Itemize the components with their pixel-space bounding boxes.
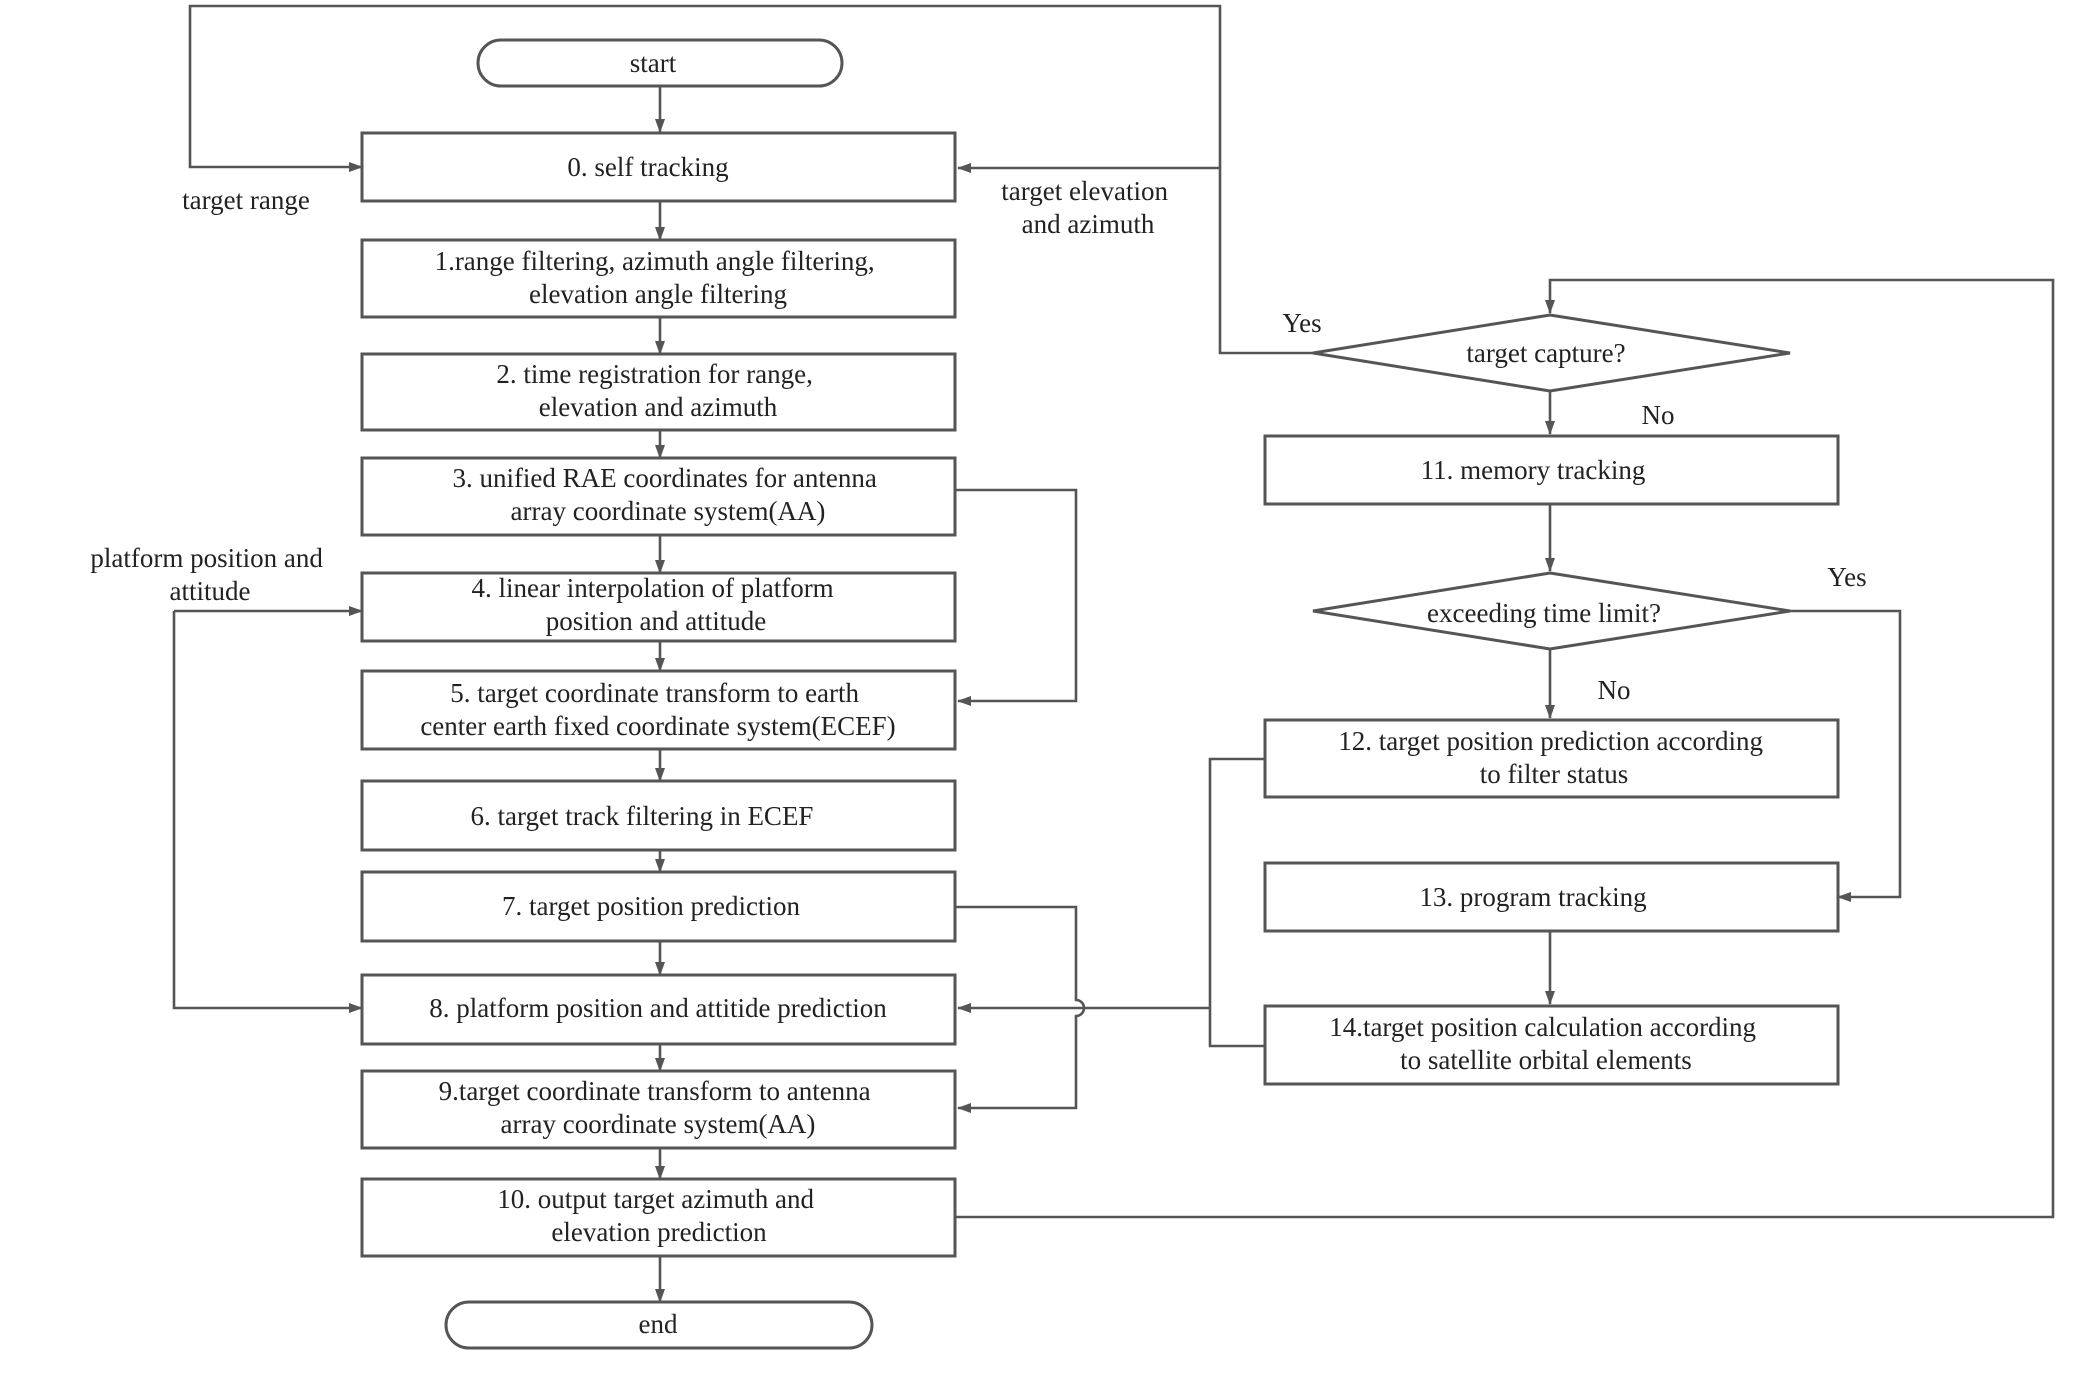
- decision-exceeding-time-limit-label: exceeding time limit?: [1427, 598, 1661, 628]
- annotation-platform-position-attitude: platform position and attitude: [90, 543, 329, 606]
- end-node: [444, 1300, 874, 1350]
- edges: [172, 4, 2055, 1303]
- step-11-box: [1263, 434, 1840, 506]
- decision-exceeding-time-limit: [1312, 571, 1791, 651]
- edge-annotations: target range target elevation and azimut…: [90, 176, 1866, 705]
- step-4-label: 4. linear interpolation of platform posi…: [472, 573, 841, 636]
- edge-target-range-loop: [188, 4, 1222, 172]
- step-7-label: 7. target position prediction: [502, 891, 800, 921]
- step-4-box: [360, 571, 957, 643]
- step-12-label: 12. target position prediction according…: [1338, 726, 1769, 789]
- edge-3-to-5: [955, 488, 1078, 706]
- step-12-box: [1263, 718, 1840, 799]
- step-0-box: [360, 131, 957, 203]
- edge-10-to-capture: [955, 278, 2055, 1219]
- step-1-label: 1.range filtering, azimuth angle filteri…: [435, 246, 882, 309]
- step-13-label: 13. program tracking: [1419, 882, 1646, 912]
- step-5-label: 5. target coordinate transform to earth …: [420, 678, 895, 741]
- edge-12-merge: [1208, 757, 1265, 1048]
- step-7-box: [360, 870, 957, 943]
- step-13-box: [1263, 861, 1840, 933]
- step-14-label: 14.target position calculation according…: [1329, 1012, 1763, 1075]
- step-10-label: 10. output target azimuth and elevation …: [497, 1184, 820, 1247]
- step-2-box: [360, 352, 957, 432]
- step-3-label: 3. unified RAE coordinates for antenna a…: [452, 463, 883, 526]
- step-5-box: [360, 669, 957, 751]
- step-6-box: [360, 779, 957, 852]
- step-9-box: [360, 1069, 957, 1150]
- edge-capture-yes-to-0: [957, 163, 1313, 355]
- step-6-label: 6. target track filtering in ECEF: [471, 801, 814, 831]
- annotation-capture-yes: Yes: [1282, 308, 1321, 338]
- annotation-target-range: target range: [182, 185, 310, 215]
- annotation-limit-yes: Yes: [1827, 562, 1866, 592]
- step-3-box: [360, 456, 957, 537]
- step-0-label: 0. self tracking: [567, 152, 728, 182]
- step-8-box: [360, 973, 957, 1046]
- node-labels: start 0. self tracking 1.range filtering…: [420, 48, 1769, 1339]
- step-10-box: [360, 1177, 957, 1258]
- start-label: start: [630, 48, 677, 78]
- step-8-label: 8. platform position and attitide predic…: [429, 993, 887, 1023]
- annotation-target-elevation-azimuth: target elevation and azimuth: [1001, 176, 1174, 239]
- edge-platform-to-8: [172, 611, 363, 1013]
- start-node: [476, 38, 844, 88]
- decision-target-capture-label: target capture?: [1466, 338, 1625, 368]
- edge-limit-yes-to-13: [1790, 609, 1902, 902]
- end-label: end: [639, 1309, 678, 1339]
- nodes: [360, 38, 1840, 1350]
- step-9-label: 9.target coordinate transform to antenna…: [439, 1076, 878, 1139]
- step-2-label: 2. time registration for range, elevatio…: [496, 359, 819, 422]
- step-14-box: [1263, 1004, 1840, 1086]
- annotation-capture-no: No: [1642, 400, 1675, 430]
- step-11-label: 11. memory tracking: [1421, 455, 1646, 485]
- step-1-box: [360, 238, 957, 319]
- annotation-limit-no: No: [1598, 675, 1631, 705]
- decision-target-capture: [1312, 313, 1791, 393]
